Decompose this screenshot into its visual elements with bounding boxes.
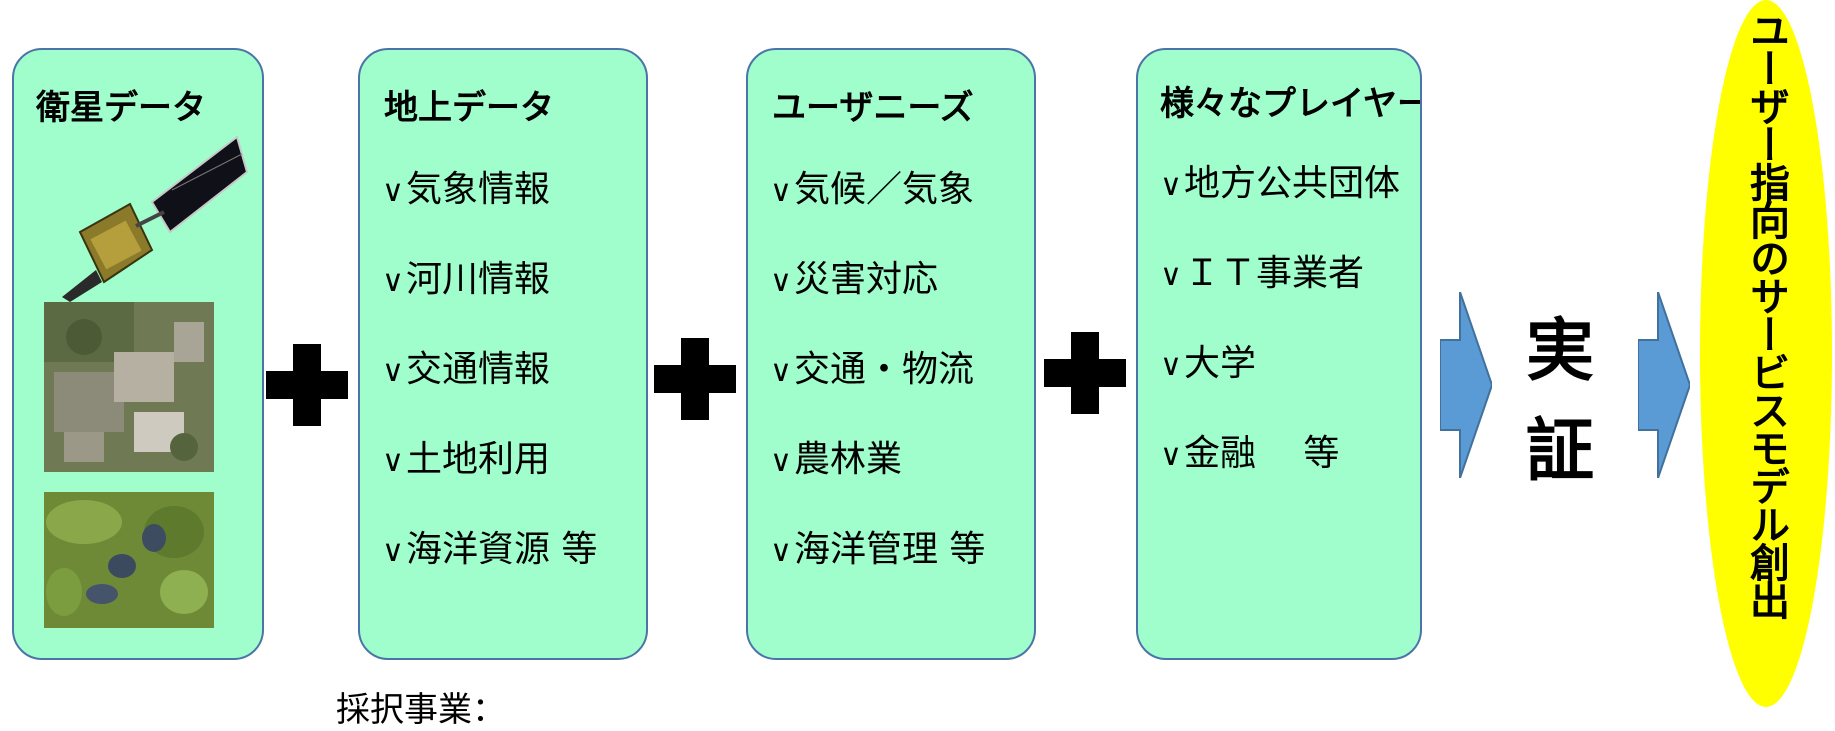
plus-icon xyxy=(654,338,736,420)
list-item: ∨金融 等 xyxy=(1160,433,1340,474)
aerial-photo-urban-icon xyxy=(44,302,214,472)
demonstration-label: 実証 xyxy=(1525,312,1594,491)
box-title: 地上データ xyxy=(384,88,554,128)
box-title: 衛星データ xyxy=(36,88,206,128)
list-item: ∨交通情報 xyxy=(382,349,550,390)
user-needs-box: ユーザニーズ ∨気候／気象 ∨災害対応 ∨交通・物流 ∨農林業 ∨海洋管理 等 xyxy=(746,48,1036,660)
item-list: ∨気候／気象 ∨災害対応 ∨交通・物流 ∨農林業 ∨海洋管理 等 xyxy=(770,168,985,618)
list-item: ∨海洋資源 等 xyxy=(382,529,598,570)
ground-data-box: 地上データ ∨気象情報 ∨河川情報 ∨交通情報 ∨土地利用 ∨海洋資源 等 xyxy=(358,48,648,660)
aerial-photo-forest-icon xyxy=(44,492,214,628)
various-players-box: 様々なプレイヤー ∨地方公共団体 ∨ＩＴ事業者 ∨大学 ∨金融 等 xyxy=(1136,48,1422,660)
check-icon: ∨ xyxy=(382,444,404,479)
plus-icon xyxy=(1044,332,1126,414)
list-item: ∨災害対応 xyxy=(770,259,938,300)
box-title: ユーザニーズ xyxy=(772,88,974,128)
item-list: ∨地方公共団体 ∨ＩＴ事業者 ∨大学 ∨金融 等 xyxy=(1160,162,1400,522)
check-icon: ∨ xyxy=(1160,168,1182,203)
satellite-icon xyxy=(62,135,249,302)
list-item: ∨農林業 xyxy=(770,439,902,480)
plus-icon xyxy=(266,344,348,426)
list-item: ∨土地利用 xyxy=(382,439,550,480)
list-item: ∨河川情報 xyxy=(382,259,550,300)
list-item: ∨気象情報 xyxy=(382,169,550,210)
check-icon: ∨ xyxy=(1160,438,1182,473)
check-icon: ∨ xyxy=(382,534,404,569)
right-arrow-icon xyxy=(1638,292,1690,478)
check-icon: ∨ xyxy=(770,444,792,479)
list-item: ∨大学 xyxy=(1160,343,1256,384)
check-icon: ∨ xyxy=(770,174,792,209)
satellite-data-box: 衛星データ xyxy=(12,48,264,660)
check-icon: ∨ xyxy=(1160,348,1182,383)
check-icon: ∨ xyxy=(770,534,792,569)
list-item: ∨気候／気象 xyxy=(770,169,974,210)
check-icon: ∨ xyxy=(382,174,404,209)
check-icon: ∨ xyxy=(1160,258,1182,293)
check-icon: ∨ xyxy=(770,264,792,299)
check-icon: ∨ xyxy=(382,354,404,389)
goal-label: ユーザー指向のサービスモデル創出 xyxy=(1743,10,1789,618)
list-item: ∨海洋管理 等 xyxy=(770,529,986,570)
box-title: 様々なプレイヤー xyxy=(1160,84,1422,124)
list-item: ∨ＩＴ事業者 xyxy=(1160,253,1364,294)
list-item: ∨地方公共団体 xyxy=(1160,163,1400,204)
right-arrow-icon xyxy=(1440,292,1492,478)
item-list: ∨気象情報 ∨河川情報 ∨交通情報 ∨土地利用 ∨海洋資源 等 xyxy=(382,168,597,618)
check-icon: ∨ xyxy=(770,354,792,389)
check-icon: ∨ xyxy=(382,264,404,299)
list-item: ∨交通・物流 xyxy=(770,349,974,390)
goal-ellipse xyxy=(1700,0,1832,707)
